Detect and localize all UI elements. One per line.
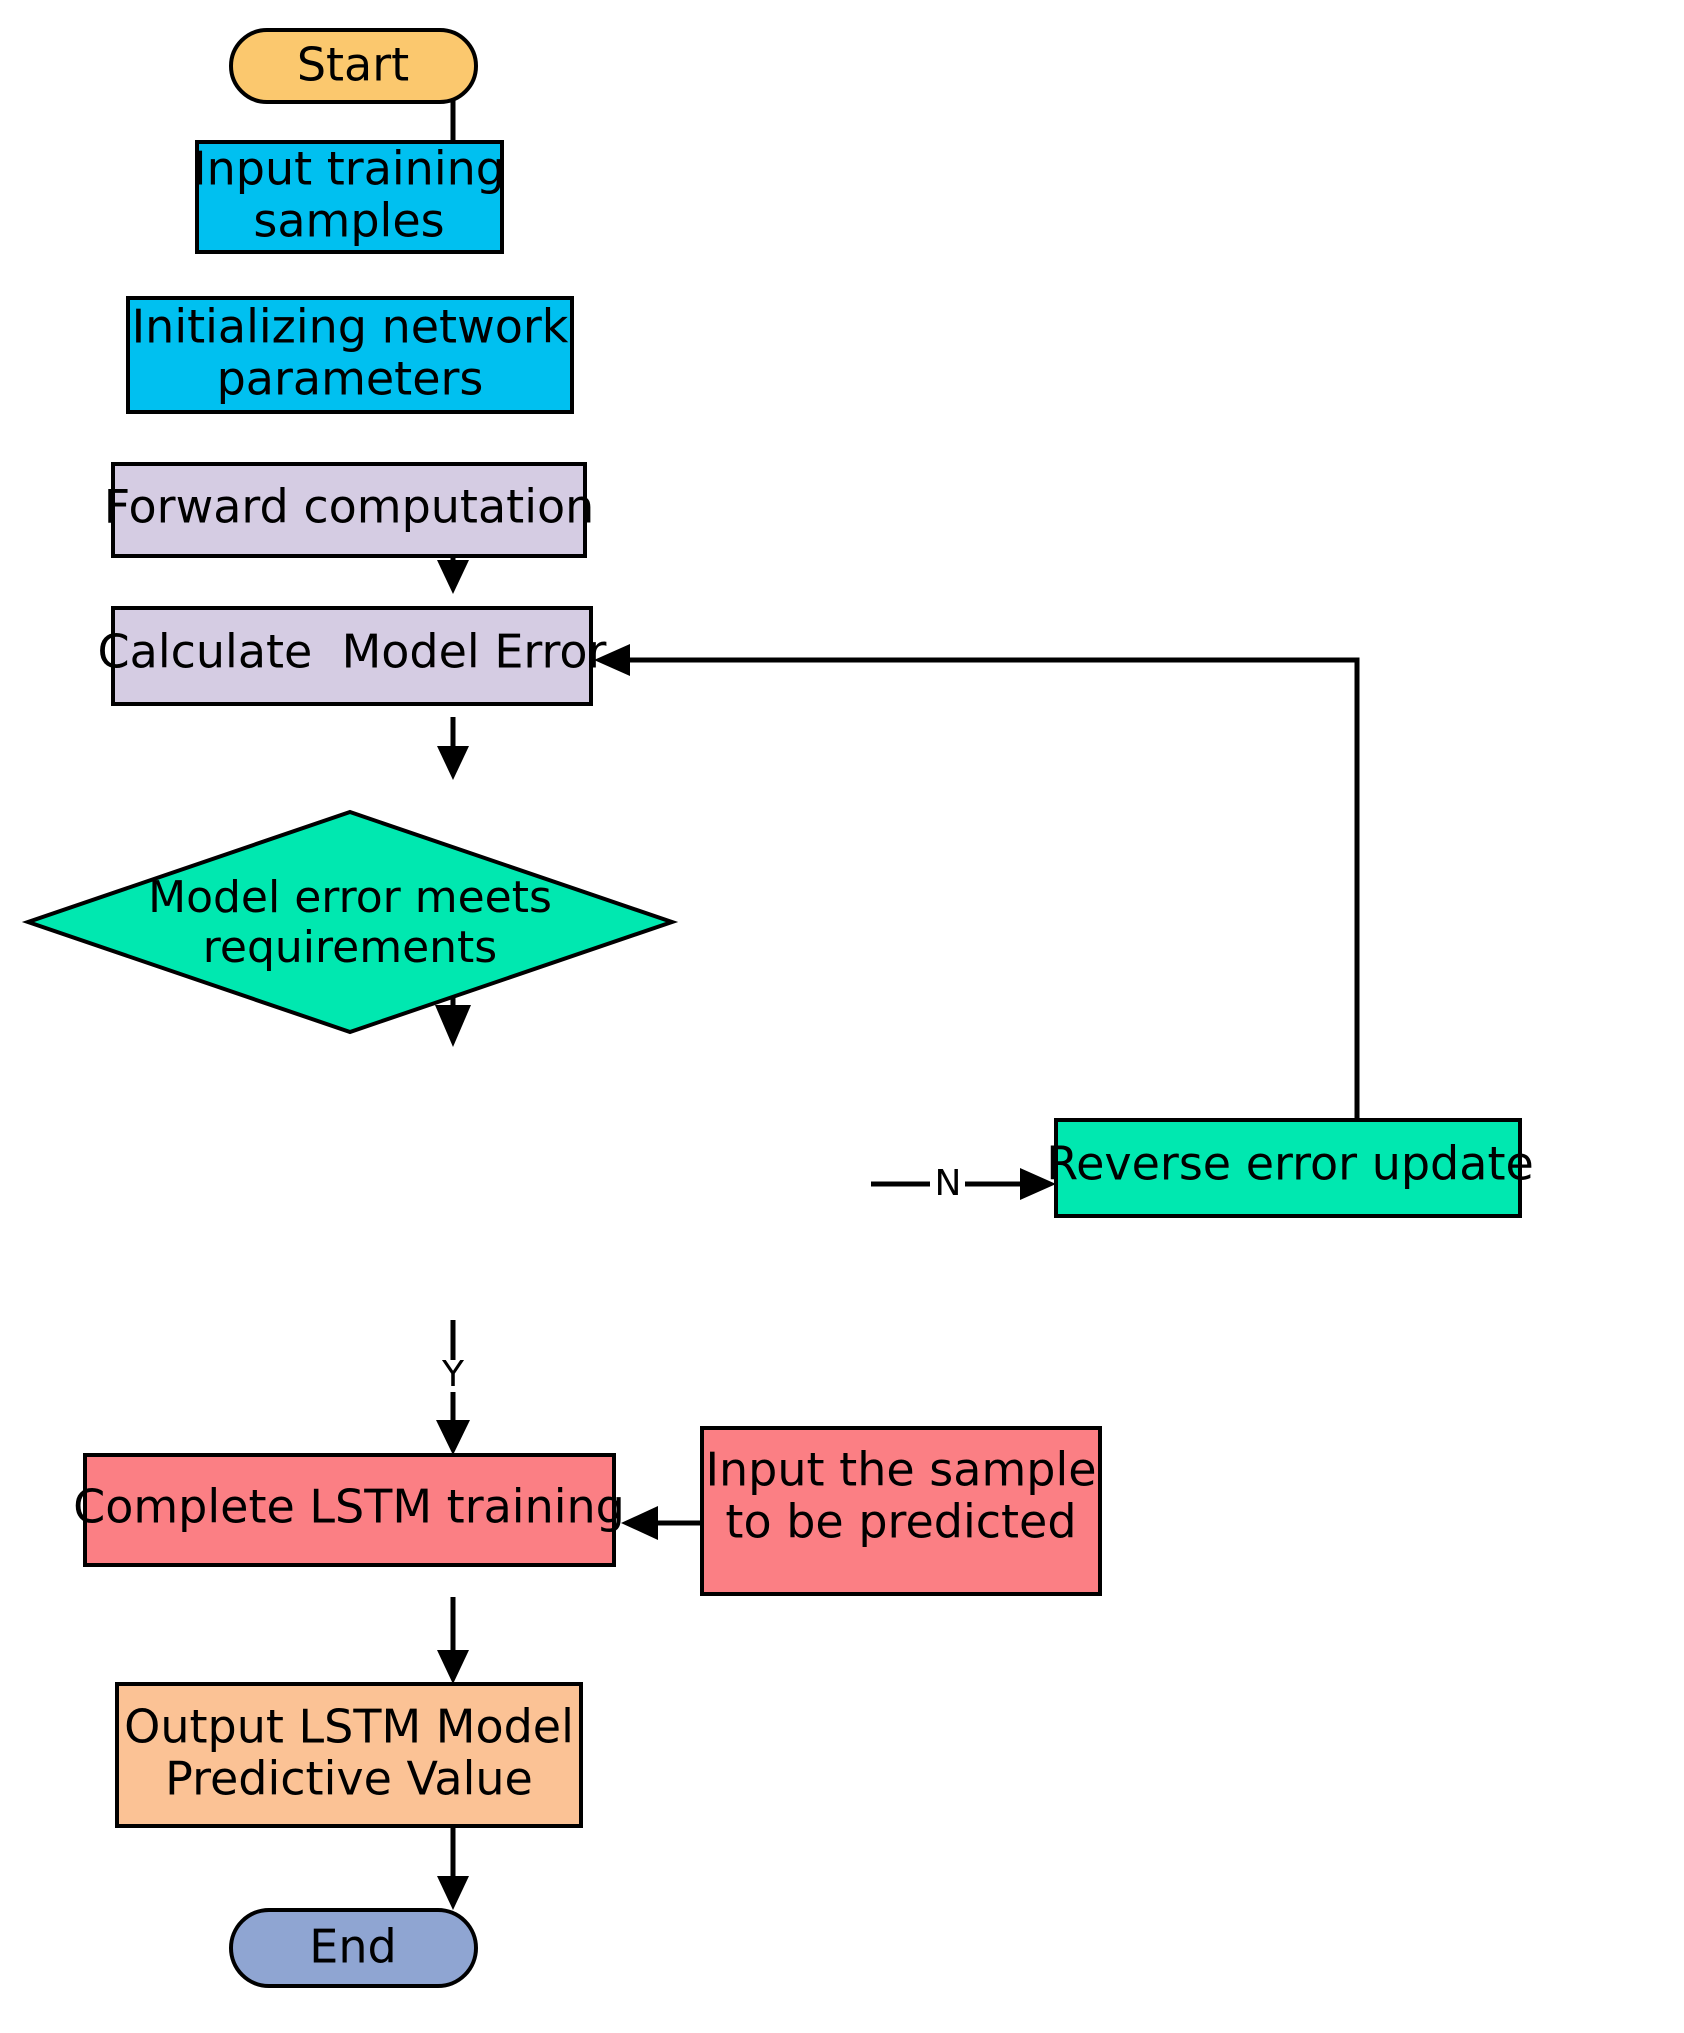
node-forward-computation[interactable]: Forward computation <box>104 462 595 558</box>
calculate-model-error-shape <box>111 606 593 706</box>
node-output-lstm-model-predictive-value[interactable]: Output LSTM Model Predictive Value <box>115 1682 583 1828</box>
input-sample-to-be-predicted-shape <box>700 1426 1102 1596</box>
edge-input-sample-to-complete-lstm-training <box>621 1506 700 1540</box>
node-reverse-error-update[interactable]: Reverse error update <box>1046 1118 1534 1218</box>
edge-label-yes: Y <box>441 1354 465 1395</box>
reverse-error-update-shape <box>1054 1118 1522 1218</box>
input-training-samples-label-line2: samples <box>253 194 444 248</box>
start-label: Start <box>297 38 409 92</box>
node-input-sample-to-be-predicted[interactable]: Input the sample to be predicted <box>700 1426 1102 1596</box>
end-label: End <box>309 1920 396 1974</box>
edge-label-no: N <box>935 1163 962 1204</box>
edge-decision-no-to-reverse-error-update: N <box>871 1163 1056 1204</box>
output-lstm-model-predictive-value-label-line1: Output LSTM Model <box>124 1700 574 1754</box>
initializing-network-parameters-label-line1: Initializing network <box>132 300 569 354</box>
reverse-error-update-label: Reverse error update <box>1046 1137 1534 1191</box>
model-error-decision-label-line2: requirements <box>203 922 497 973</box>
complete-lstm-training-label: Complete LSTM training <box>73 1480 625 1534</box>
input-sample-to-be-predicted-label-line1: Input the sample <box>705 1443 1096 1497</box>
node-initializing-network-parameters[interactable]: Initializing network parameters <box>126 296 574 414</box>
node-input-training-samples[interactable]: Input training samples <box>193 140 505 254</box>
node-complete-lstm-training[interactable]: Complete LSTM training <box>73 1453 625 1567</box>
node-end[interactable]: End <box>229 1908 478 1988</box>
model-error-decision-label-line1: Model error meets <box>148 872 552 923</box>
edge-complete-lstm-training-to-output <box>437 1597 469 1684</box>
complete-lstm-training-shape <box>83 1453 616 1567</box>
calculate-model-error-label: Calculate Model Error <box>98 625 607 679</box>
end-terminator-shape <box>229 1908 478 1988</box>
forward-computation-label: Forward computation <box>104 480 595 534</box>
node-model-error-decision[interactable]: Model error meets requirements <box>21 809 679 1035</box>
input-training-samples-label-line1: Input training <box>193 142 505 196</box>
node-start[interactable]: Start <box>229 28 478 104</box>
forward-computation-shape <box>111 462 587 558</box>
edge-decision-yes-to-complete-lstm-training: Y <box>436 1320 470 1455</box>
edge-output-to-end <box>437 1826 469 1910</box>
model-error-decision-shape <box>21 809 679 1035</box>
node-calculate-model-error[interactable]: Calculate Model Error <box>98 606 607 706</box>
initializing-network-parameters-shape <box>126 296 574 414</box>
input-sample-to-be-predicted-label-line2: to be predicted <box>725 1495 1076 1549</box>
edge-forward-computation-to-calculate-error <box>437 717 469 780</box>
output-lstm-model-predictive-value-shape <box>115 1682 583 1828</box>
input-training-samples-shape <box>195 140 504 254</box>
start-terminator-shape <box>229 28 478 104</box>
initializing-network-parameters-label-line2: parameters <box>217 352 484 406</box>
output-lstm-model-predictive-value-label-line2: Predictive Value <box>165 1752 533 1806</box>
edge-reverse-error-update-to-forward-computation <box>594 644 1360 1120</box>
